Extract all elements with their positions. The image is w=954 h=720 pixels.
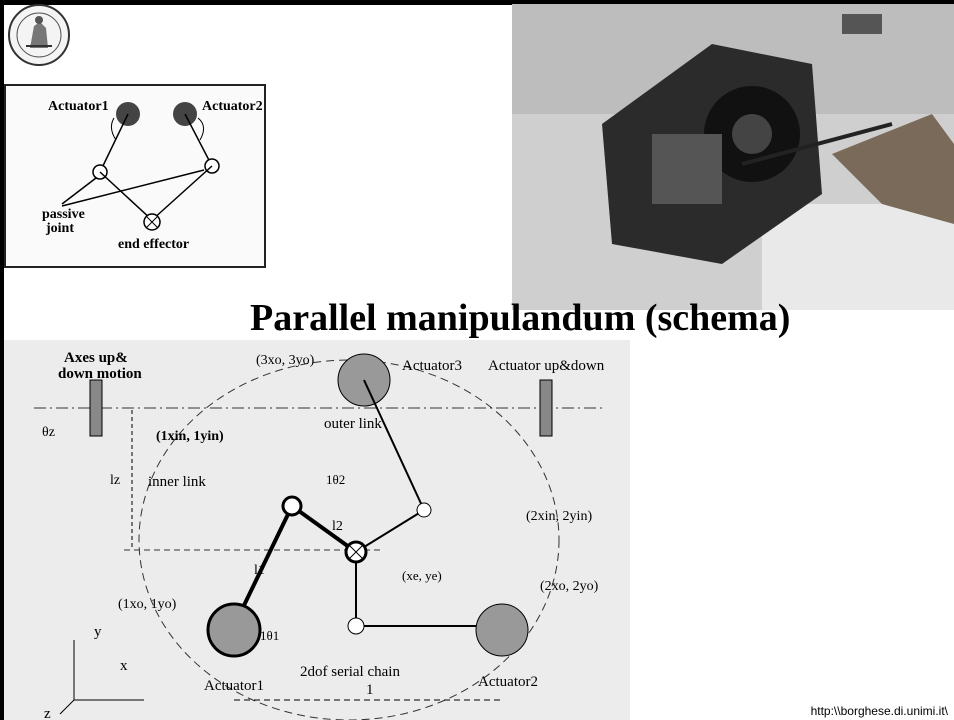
device-photo — [512, 4, 954, 310]
axis-y-label: y — [94, 624, 102, 640]
axis-z-label: z — [44, 706, 51, 720]
slide-top-border — [0, 0, 954, 5]
university-seal-logo — [8, 4, 70, 66]
axis-x-label: x — [120, 658, 128, 674]
lz-label: lz — [110, 473, 120, 488]
schematic-joint-label: joint — [45, 221, 74, 236]
workspace-circle — [138, 359, 560, 720]
lower-joint — [347, 617, 365, 635]
l1-label: l1 — [254, 563, 265, 578]
actuator3-label: Actuator3 — [402, 358, 462, 374]
left-updown-bar — [89, 379, 103, 437]
schematic-actuator2-label: Actuator2 — [202, 99, 263, 114]
serial-chain-label: 2dof serial chain — [300, 664, 400, 680]
actuator2-disc — [475, 603, 529, 657]
actuator1-disc — [206, 602, 262, 658]
inner-joint — [281, 495, 303, 517]
axes-updown-label-1: Axes up& — [64, 350, 128, 366]
right-joint — [416, 502, 432, 518]
coord-1o-label: (1xo, 1yo) — [118, 597, 177, 612]
coord-2o-label: (2xo, 2yo) — [540, 579, 599, 594]
actuator2-label: Actuator2 — [478, 674, 538, 690]
detailed-diagram: Axes up& down motion Actuator3 Actuator … — [4, 340, 630, 720]
coord-2in-label: (2xin, 2yin) — [526, 509, 592, 524]
inner-link-label: inner link — [148, 474, 206, 490]
schematic-panel: Actuator1 Actuator2 passive joint end ef… — [4, 84, 266, 268]
schematic-passive-label: passive — [42, 207, 85, 222]
coord-3o-label: (3xo, 3yo) — [256, 353, 315, 368]
actuator-updown-label: Actuator up&down — [488, 358, 605, 374]
right-updown-bar — [539, 379, 553, 437]
coord-1in-label: (1xin, 1yin) — [156, 429, 224, 444]
distance-label: 1 — [366, 682, 374, 698]
actuator1-label: Actuator1 — [204, 678, 264, 694]
slide-title: Parallel manipulandum (schema) — [250, 297, 791, 339]
theta2-label: 1θ2 — [326, 472, 345, 487]
slide-left-border — [0, 0, 4, 720]
schematic-end-effector-label: end effector — [118, 237, 189, 252]
schematic-actuator1-label: Actuator1 — [48, 99, 109, 114]
theta-z-label: θz — [42, 425, 55, 440]
outer-link-label: outer link — [324, 416, 382, 432]
theta1-label: 1θ1 — [260, 628, 279, 643]
coord-e-label: (xe, ye) — [402, 568, 442, 583]
footer-url: http:\\borghese.di.unimi.it\ — [810, 704, 948, 718]
axes-updown-label-2: down motion — [58, 366, 142, 382]
l2-label: l2 — [332, 519, 343, 534]
